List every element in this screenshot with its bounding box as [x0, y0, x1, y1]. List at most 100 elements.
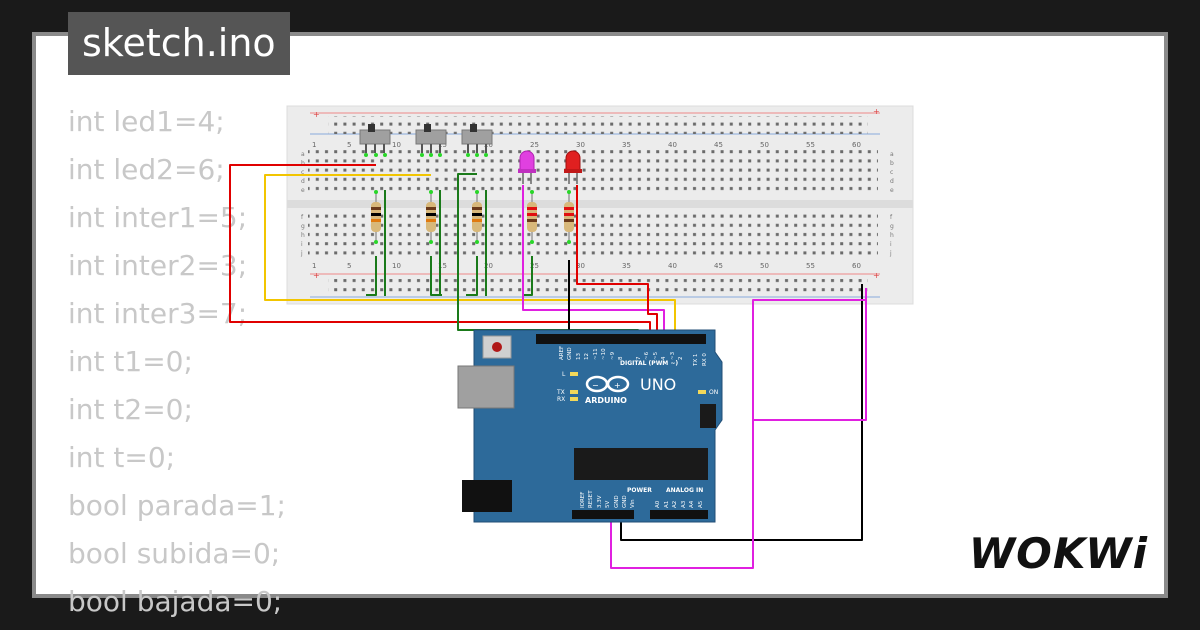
- row-letter: f: [890, 214, 893, 221]
- pin-label: 7: [636, 356, 642, 360]
- wire-magenta: [753, 300, 867, 421]
- resistor[interactable]: [527, 192, 537, 242]
- column-number: 55: [806, 262, 815, 270]
- column-number: 10: [392, 262, 401, 270]
- svg-text:+: +: [873, 271, 880, 280]
- row-letter: d: [890, 178, 894, 185]
- svg-text:+: +: [873, 107, 880, 116]
- file-tab[interactable]: sketch.ino: [68, 12, 290, 75]
- row-letter: h: [890, 232, 894, 239]
- column-number: 35: [622, 141, 631, 149]
- wire-magenta: [522, 185, 665, 340]
- pin-label: A2: [672, 501, 678, 508]
- row-letter: i: [890, 241, 892, 248]
- code-line: int led2=6;: [68, 153, 225, 186]
- pin-label: A3: [681, 500, 687, 508]
- column-number: 35: [622, 262, 631, 270]
- resistor[interactable]: [564, 192, 574, 242]
- pin-label: GND: [567, 347, 573, 360]
- code-editor[interactable]: int led1=4; int led2=6; int inter1=5; in…: [68, 98, 286, 626]
- slide-switch-3[interactable]: [461, 124, 493, 153]
- column-number: 50: [760, 262, 769, 270]
- led-label: ON: [709, 389, 718, 396]
- svg-text:+: +: [614, 381, 621, 390]
- slide-switch-1[interactable]: [359, 124, 391, 153]
- digital-header-label: DIGITAL (PWM ~): [620, 360, 678, 367]
- code-line: int led1=4;: [68, 105, 225, 138]
- column-number: 15: [438, 262, 447, 270]
- row-letter: e: [890, 187, 894, 194]
- column-number: 5: [347, 262, 351, 270]
- resistor[interactable]: [426, 192, 436, 242]
- led-red[interactable]: [564, 150, 582, 184]
- row-letter: g: [301, 223, 305, 230]
- pin-label: ~11: [593, 348, 599, 360]
- column-number: 60: [852, 141, 861, 149]
- breadboard-column-numbers: 1 5 10 15 20 25 30 35 40 45 50 55 60: [312, 141, 861, 149]
- code-line: int inter3=7;: [68, 297, 248, 330]
- pin-label: A4: [689, 500, 695, 508]
- resistor[interactable]: [472, 192, 482, 242]
- power-label: POWER: [627, 487, 652, 494]
- code-line: int inter1=5;: [68, 201, 248, 234]
- pin-label: ~5: [653, 351, 659, 360]
- column-number: 40: [668, 141, 677, 149]
- pin-label: AREF: [559, 346, 565, 360]
- breadboard-row-letters: a b c d e f g h i j a b c d e f g h i j: [300, 151, 894, 257]
- column-number: 45: [714, 141, 723, 149]
- row-letter: i: [301, 241, 303, 248]
- pin-label: RX 0: [702, 353, 708, 366]
- led-pink[interactable]: [518, 150, 536, 184]
- microcontroller-chip: [574, 448, 708, 480]
- column-number: 30: [576, 262, 585, 270]
- wire-red: [229, 164, 651, 340]
- led-label: RX: [557, 396, 565, 403]
- column-number: 20: [484, 141, 493, 149]
- breadboard-column-numbers-bottom: 1 5 10 15 20 25 30 35 40 45 50 55 60: [312, 262, 861, 270]
- pin-label: 3.3V: [597, 495, 603, 508]
- column-number: 60: [852, 262, 861, 270]
- code-line: bool bajada=0;: [68, 585, 283, 618]
- wire-green: [430, 256, 442, 296]
- wire-magenta: [610, 288, 867, 569]
- breadboard: + + + +: [286, 105, 914, 305]
- code-line: int t1=0;: [68, 345, 193, 378]
- pin-label: 2: [678, 357, 684, 361]
- row-letter: g: [890, 223, 894, 230]
- pin-label: GND: [614, 495, 620, 508]
- pin-label: A5: [698, 500, 704, 508]
- code-line: bool parada=1;: [68, 489, 286, 522]
- column-number: 20: [484, 262, 493, 270]
- resistor[interactable]: [371, 192, 381, 242]
- pin-label: 5V: [605, 501, 611, 508]
- svg-text:+: +: [313, 271, 320, 280]
- column-number: 25: [530, 141, 539, 149]
- pin-label: ~6: [644, 351, 650, 360]
- row-letter: c: [301, 169, 304, 176]
- row-letter: f: [301, 214, 304, 221]
- wire-green: [466, 256, 478, 296]
- column-number: 55: [806, 141, 815, 149]
- power-jack: [462, 480, 512, 512]
- pin-label: A1: [664, 501, 670, 508]
- row-letter: b: [301, 160, 305, 167]
- wokwi-logo: WOKWi: [968, 529, 1148, 578]
- slide-switch-2[interactable]: [415, 124, 447, 153]
- arduino-uno[interactable]: − + UNO ARDUINO DIGITAL (PWM ~) L TX RX …: [457, 329, 723, 523]
- row-letter: a: [301, 151, 305, 158]
- wire-black: [620, 284, 863, 541]
- pin-label: ~10: [601, 348, 607, 360]
- column-number: 25: [530, 262, 539, 270]
- svg-text:+: +: [313, 110, 320, 119]
- row-letter: e: [301, 187, 305, 194]
- pin-label: 8: [618, 356, 624, 360]
- arduino-logo-icon: [585, 375, 630, 393]
- code-line: int inter2=3;: [68, 249, 248, 282]
- model-label: UNO: [640, 375, 676, 394]
- pin-label: 12: [584, 353, 590, 360]
- code-line: bool subida=0;: [68, 537, 281, 570]
- svg-text:−: −: [592, 381, 599, 390]
- column-number: 40: [668, 262, 677, 270]
- row-letter: j: [300, 250, 303, 257]
